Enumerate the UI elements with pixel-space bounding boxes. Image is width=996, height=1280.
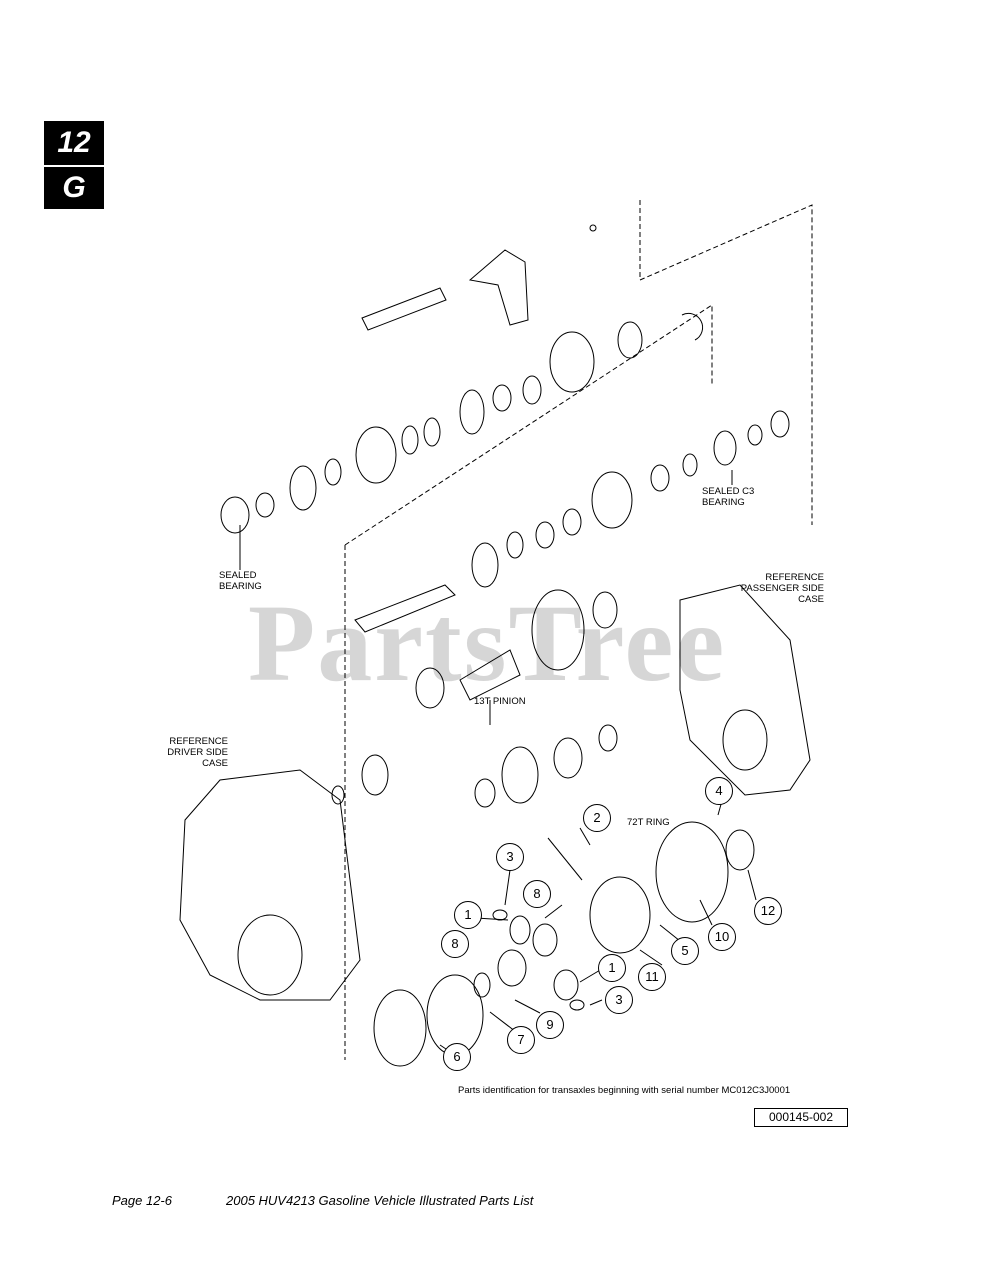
figure-number: 000145-002 <box>754 1108 848 1127</box>
callout-8-top: 8 <box>523 880 551 908</box>
callout-1-top: 1 <box>454 901 482 929</box>
figure-caption: Parts identification for transaxles begi… <box>458 1085 791 1096</box>
label-13t-pinion: 13T PINION <box>474 696 526 707</box>
callout-4: 4 <box>705 777 733 805</box>
callout-3-bottom: 3 <box>605 986 633 1014</box>
callout-6: 6 <box>443 1043 471 1071</box>
chapter-tab: 12 <box>44 121 104 165</box>
label-72t-ring: 72T RING <box>627 817 670 828</box>
watermark: PartsTree <box>248 582 727 704</box>
callout-7: 7 <box>507 1026 535 1054</box>
section-tab: G <box>44 167 104 209</box>
callout-11: 11 <box>638 963 666 991</box>
callout-1-bottom: 1 <box>598 954 626 982</box>
callout-12: 12 <box>754 897 782 925</box>
callout-8-bottom: 8 <box>441 930 469 958</box>
callout-2: 2 <box>583 804 611 832</box>
callout-3-top: 3 <box>496 843 524 871</box>
callout-9: 9 <box>536 1011 564 1039</box>
footer-title: 2005 HUV4213 Gasoline Vehicle Illustrate… <box>226 1193 534 1208</box>
footer-page: Page 12-6 <box>112 1193 172 1208</box>
callout-10: 10 <box>708 923 736 951</box>
callout-5: 5 <box>671 937 699 965</box>
